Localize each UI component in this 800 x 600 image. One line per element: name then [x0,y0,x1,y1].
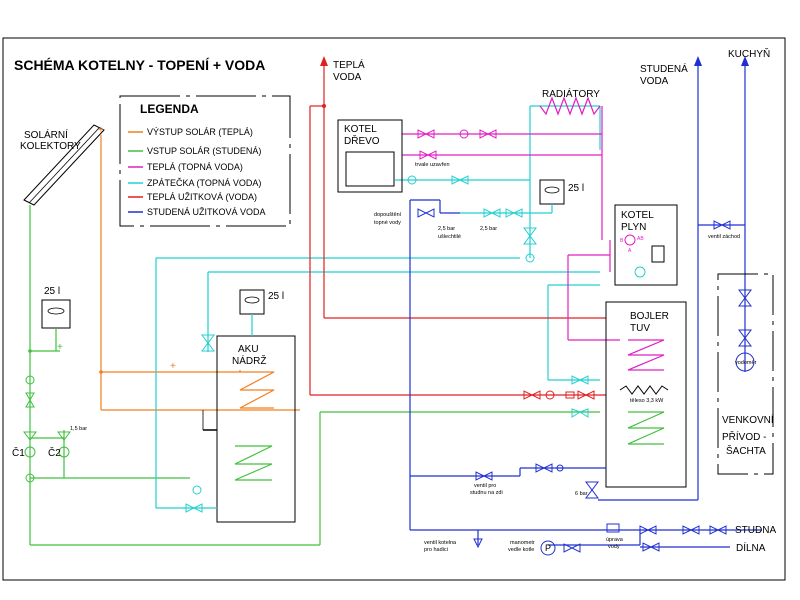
radiator-coil [539,96,601,116]
bar-2-5-a-1: 2,5 bar [438,226,455,232]
diagram-frame [2,37,786,581]
bar-2-5-a-2: ušlechtilé [438,234,461,240]
wood-boiler-valves [417,129,497,160]
legend-item-solar-out: VÝSTUP SOLÁR (TEPLÁ) [147,127,253,137]
gas-boiler [614,204,678,286]
solar-plus: + [98,125,104,136]
solar-collector [23,124,105,206]
uprava-2: vody [608,544,620,550]
hot-water-label-1: TEPLÁ [333,58,365,71]
svg-text:A: A [628,248,632,254]
aku-tank [216,335,296,523]
uprava-1: úprava [606,537,624,543]
tank-2-label: 25 l [268,291,284,302]
tank-3-label: 25 l [568,183,584,194]
manometr-2: vedle kotle [508,547,534,553]
outdoor-shaft [717,273,774,475]
ventil-pro-2: studnu na zdi [470,490,503,496]
hot-service-pipe [309,62,606,396]
pump-c1: Č1 [12,446,25,459]
svg-text:B: B [620,238,624,244]
radiators-label: RADIÁTORY [542,87,600,100]
shaft-label-1: VENKOVNÍ [722,413,774,426]
solar-label-2: KOLEKTORY [20,141,81,152]
tank-2 [239,289,265,315]
solar-pump-group [23,375,71,483]
pump-c2: Č2 [48,446,61,459]
heating-hot-pipe [402,106,620,341]
bar-6: 6 bar [575,491,588,497]
aku-coil-green [234,445,273,481]
cold-service-valves [417,208,755,556]
svg-text:+: + [170,361,176,372]
shaft-label-2: PŘÍVOD - [722,430,766,443]
dopousteni-1: dopouštění [374,212,402,218]
legend-item-solar-in: VSTUP SOLÁR (STUDENÁ) [147,146,261,156]
solar-in-pipe [29,205,600,546]
vodomer: vodoměr [735,360,757,366]
mixing-valve [624,234,636,246]
dopousteni-2: topné vody [374,220,401,226]
wood-boiler [337,119,403,193]
shaft-label-3: ŠACHTA [726,444,766,457]
legend-item-hot-service: TEPLÁ UŽITKOVÁ (VODA) [147,192,257,202]
wood-boiler-label-1: KOTEL [344,124,377,135]
svg-text:AB: AB [637,236,644,242]
hot-service-valves [523,390,595,400]
kitchen-label: KUCHYŇ [728,47,770,60]
diagram-title: SCHÉMA KOTELNY - TOPENÍ + VODA [14,57,265,73]
return-pipe [155,105,601,509]
bar-2-5-b: 2,5 bar [480,226,497,232]
manometr-1: manometr [510,540,535,546]
bojler-label-2: TUV [630,323,650,334]
cold-service-pipe [409,62,762,548]
ventil-pro-1: ventil pro [474,483,496,489]
bojler-coil-green [627,411,665,445]
wood-boiler-label-2: DŘEVO [344,134,380,147]
heater-label: těleso 3,3 kW [630,398,664,404]
aku-coil-orange [239,371,275,409]
ventil-kotelna-1: ventil kotelna [424,540,457,546]
legend-item-heating-hot: TEPLÁ (TOPNÁ VODA) [147,162,243,172]
legend-item-cold-service: STUDENÁ UŽITKOVÁ VODA [147,207,266,217]
legend-item-heating-return: ZPÁTEČKA (TOPNÁ VODA) [147,178,261,188]
ventil-zachod: ventil záchod [708,234,740,240]
return-valves [185,175,646,513]
gas-boiler-label-2: PLYN [621,222,646,233]
bar-1-5: 1,5 bar [70,426,87,432]
tank-1-label: 25 l [44,286,60,297]
legend-title: LEGENDA [140,102,199,116]
bojler-heater [619,385,669,395]
bojler-label-1: BOJLER [630,311,669,322]
studna-label: STUDNA [735,525,776,536]
tank-3 [539,179,565,205]
cold-water-label-2: VODA [640,76,669,87]
aku-label-1: AKU [238,344,259,355]
gas-boiler-label-1: KOTEL [621,210,654,221]
legend: LEGENDA VÝSTUP SOLÁR (TEPLÁ) VSTUP SOLÁR… [119,95,291,227]
bojler-coil-magenta [627,339,665,371]
dilna-label: DÍLNA [736,541,766,554]
aku-label-2: NÁDRŽ [232,354,266,367]
cold-water-label-1: STUDENÁ [640,62,688,75]
hot-water-label-2: VODA [333,72,362,83]
ventil-kotelna-2: pro hadici [424,547,448,553]
svg-text:+: + [57,342,63,353]
bojler-tank [605,301,687,488]
pump-p-label: P [545,543,551,553]
trvale-uzavren: trvale uzavřen [415,162,450,168]
solar-label-1: SOLÁRNÍ [24,128,68,141]
